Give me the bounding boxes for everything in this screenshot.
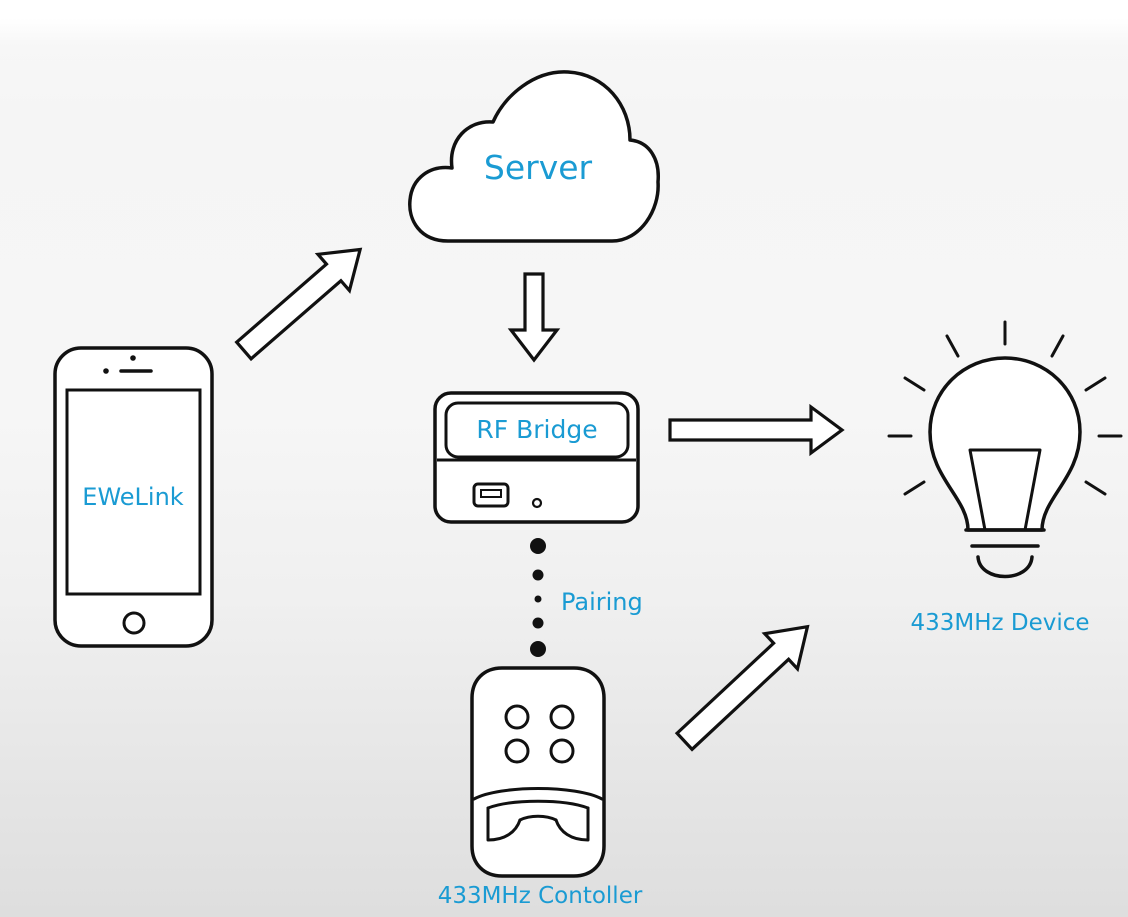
device-label: 433MHz Device — [910, 610, 1089, 636]
rf-bridge-icon — [433, 391, 640, 524]
app-label: EWeLink — [82, 483, 184, 511]
smartphone-icon — [53, 346, 214, 648]
app-node: EWeLink — [53, 346, 214, 648]
bridge-label: RF Bridge — [476, 415, 597, 444]
bridge-node: RF Bridge — [433, 391, 640, 524]
controller-node: 433MHz Contoller — [438, 666, 643, 909]
arrow-app-to-server — [234, 247, 363, 362]
arrow-controller-to-device — [674, 624, 810, 752]
remote-control-icon — [470, 666, 606, 878]
controller-label: 433MHz Contoller — [438, 883, 643, 909]
server-label: Server — [484, 148, 593, 187]
arrow-bridge-to-device — [668, 403, 845, 457]
pairing-label: Pairing — [561, 588, 643, 616]
arrow-server-to-bridge — [507, 272, 561, 363]
pairing-connector: Pairing — [530, 538, 643, 657]
light-bulb-icon — [887, 320, 1123, 579]
device-node: 433MHz Device — [887, 320, 1123, 636]
server-node: Server — [408, 70, 660, 243]
cloud-icon — [408, 70, 660, 243]
